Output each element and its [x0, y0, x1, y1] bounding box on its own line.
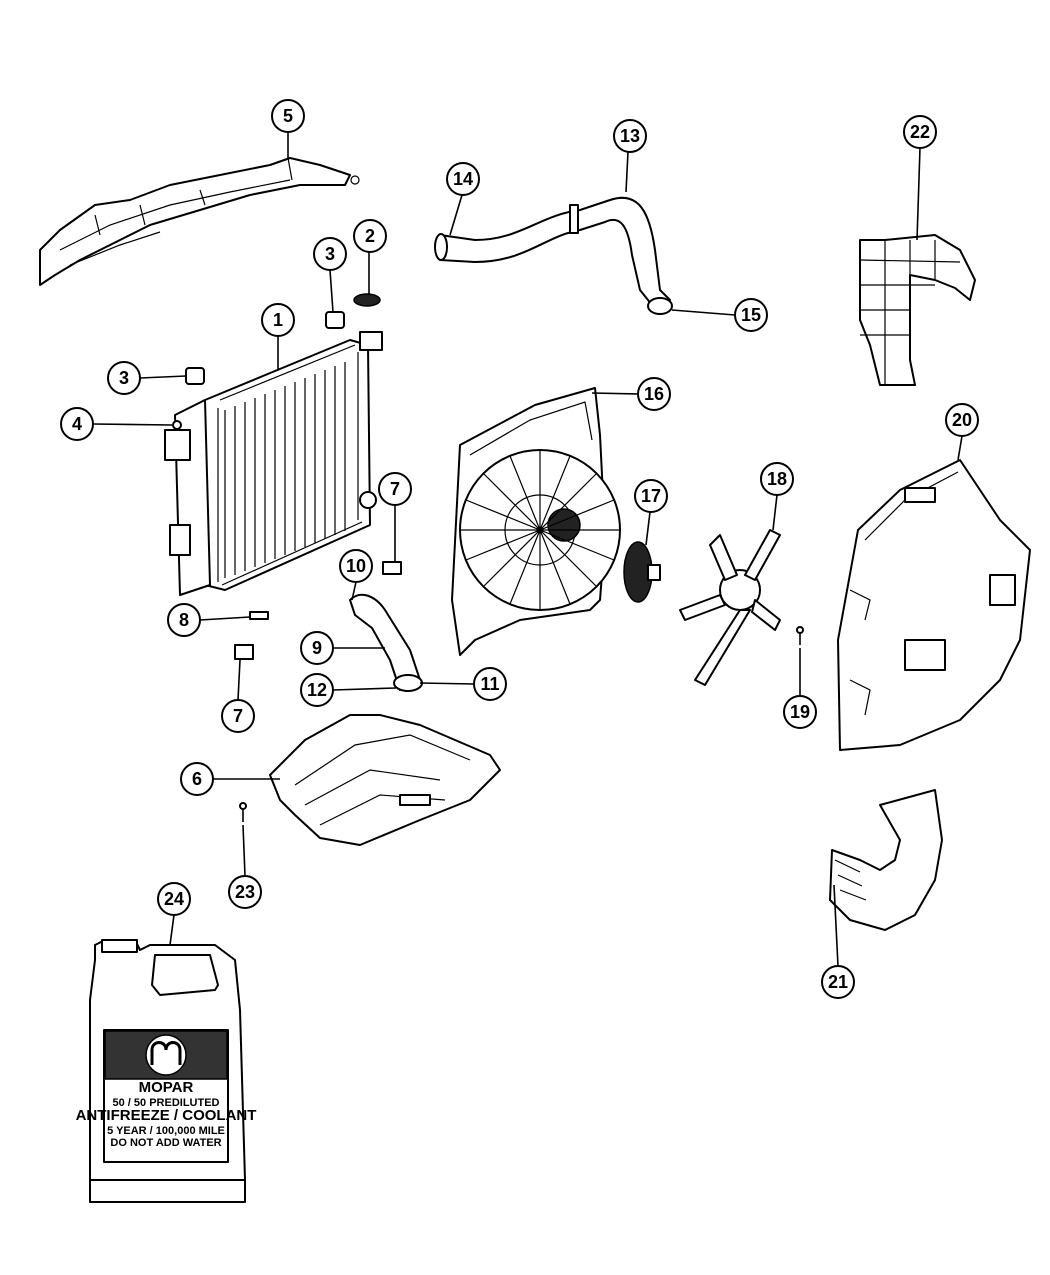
callout-9-label: 9: [312, 638, 322, 658]
callout-1-label: 1: [273, 310, 283, 330]
callout-10-label: 10: [346, 556, 366, 576]
callout-5-label: 5: [283, 106, 293, 126]
part-isolator-lower: [185, 367, 205, 385]
callout-11[interactable]: 11: [473, 667, 507, 701]
callout-6[interactable]: 6: [180, 762, 214, 796]
callout-24[interactable]: 24: [157, 882, 191, 916]
callout-1[interactable]: 1: [261, 303, 295, 337]
part-bolt: [172, 420, 182, 430]
callout-9[interactable]: 9: [300, 631, 334, 665]
callout-3-lower[interactable]: 3: [107, 361, 141, 395]
callout-18-label: 18: [767, 469, 787, 489]
part-cap: [353, 293, 381, 307]
callout-8-label: 8: [179, 610, 189, 630]
leader-lines: [92, 132, 963, 967]
callout-11-label: 11: [480, 674, 499, 694]
callout-2-label: 2: [365, 226, 375, 246]
callout-3-upper-label: 3: [325, 244, 335, 264]
part-isolator-upper: [325, 311, 345, 329]
part-screw: [239, 802, 247, 822]
callout-13-label: 13: [620, 126, 640, 146]
part-splash-shield: [269, 714, 501, 846]
callout-21-label: 21: [828, 972, 848, 992]
part-drain: [249, 611, 269, 620]
callout-7-upper[interactable]: 7: [378, 472, 412, 506]
part-shroud-housing: [837, 459, 1031, 751]
callout-10[interactable]: 10: [339, 549, 373, 583]
jug-line-4: DO NOT ADD WATER: [110, 1137, 221, 1149]
callout-14-label: 14: [453, 169, 473, 189]
part-air-guide: [859, 234, 976, 386]
part-fan-clutch: [623, 541, 661, 603]
part-upper-hose: [434, 197, 673, 315]
callout-23[interactable]: 23: [228, 875, 262, 909]
callout-3-lower-label: 3: [119, 368, 129, 388]
callout-2[interactable]: 2: [353, 219, 387, 253]
callout-12[interactable]: 12: [300, 673, 334, 707]
callout-4-label: 4: [72, 414, 82, 434]
callout-23-label: 23: [235, 882, 255, 902]
callout-6-label: 6: [192, 769, 202, 789]
callout-7-lower-label: 7: [233, 706, 243, 726]
callout-12-label: 12: [307, 680, 327, 700]
part-pin: [796, 626, 804, 645]
callout-24-label: 24: [164, 889, 184, 909]
callout-20[interactable]: 20: [945, 403, 979, 437]
callout-5[interactable]: 5: [271, 99, 305, 133]
callout-17-label: 17: [641, 486, 661, 506]
jug-line-2: ANTIFREEZE / COOLANT: [76, 1107, 257, 1124]
callout-16-label: 16: [644, 384, 664, 404]
callout-14[interactable]: 14: [446, 162, 480, 196]
jug-line-3: 5 YEAR / 100,000 MILE: [107, 1125, 225, 1137]
callout-18[interactable]: 18: [760, 462, 794, 496]
jug-brand: MOPAR: [139, 1079, 194, 1096]
part-lower-hose: [349, 593, 423, 692]
callout-22[interactable]: 22: [903, 115, 937, 149]
callout-17[interactable]: 17: [634, 479, 668, 513]
callout-7-lower[interactable]: 7: [221, 699, 255, 733]
callout-4[interactable]: 4: [60, 407, 94, 441]
part-radiator: [164, 331, 383, 596]
part-upper-shield: [39, 157, 360, 286]
callout-19-label: 19: [790, 702, 810, 722]
callout-19[interactable]: 19: [783, 695, 817, 729]
callout-13[interactable]: 13: [613, 119, 647, 153]
jug-line-1: 50 / 50 PREDILUTED: [113, 1097, 220, 1109]
callout-7-upper-label: 7: [390, 479, 400, 499]
callout-15-label: 15: [741, 305, 761, 325]
part-fan-blade: [679, 529, 781, 686]
part-coolant-jug: MOPAR 50 / 50 PREDILUTED ANTIFREEZE / CO…: [76, 939, 257, 1203]
callout-3-upper[interactable]: 3: [313, 237, 347, 271]
callout-8[interactable]: 8: [167, 603, 201, 637]
callout-22-label: 22: [910, 122, 930, 142]
callout-21[interactable]: 21: [821, 965, 855, 999]
callout-15[interactable]: 15: [734, 298, 768, 332]
part-clip-upper: [382, 561, 402, 575]
part-fan-shroud: [451, 387, 621, 656]
part-clip-lower: [234, 644, 254, 660]
part-lower-shroud: [829, 789, 943, 931]
callout-16[interactable]: 16: [637, 377, 671, 411]
callout-20-label: 20: [952, 410, 972, 430]
